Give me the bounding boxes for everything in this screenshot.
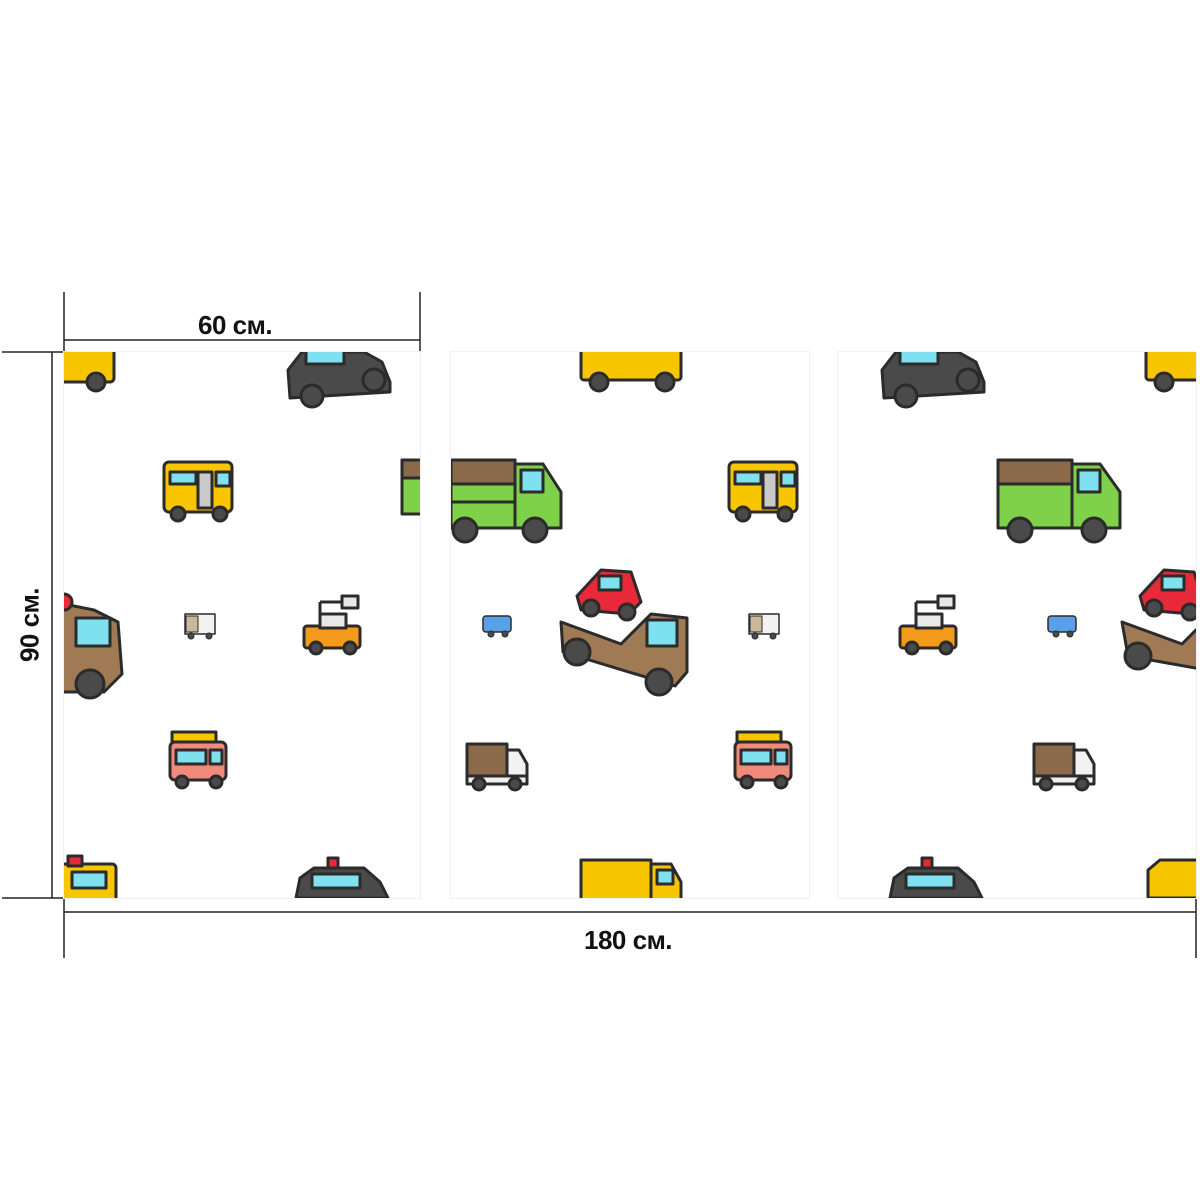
total-width-label: 180 см. (584, 925, 673, 955)
truck-icon (1144, 352, 1196, 393)
panel-width-label: 60 см. (198, 310, 273, 340)
bus-icon (727, 460, 799, 523)
truck-icon (1032, 742, 1096, 792)
truck-icon (465, 742, 529, 792)
police-car-icon (294, 856, 390, 898)
panel-2-pattern (451, 352, 799, 898)
car-icon (286, 352, 392, 409)
crane-truck-icon (898, 594, 958, 656)
truck-icon (451, 458, 563, 544)
bus-icon (162, 460, 234, 523)
car-icon (64, 592, 124, 700)
truck-icon (579, 858, 683, 898)
panel-2 (451, 352, 809, 898)
tow-truck-icon (559, 568, 689, 697)
food-truck-icon (168, 730, 228, 790)
taxi-icon (64, 854, 118, 898)
crane-truck-icon (302, 594, 362, 656)
van-icon (748, 613, 780, 640)
panel-3-pattern (880, 352, 1196, 898)
police-car-icon (888, 856, 984, 898)
height-label: 90 см. (14, 587, 45, 663)
panel-3 (838, 352, 1196, 898)
truck-icon (64, 352, 116, 393)
truck-icon (400, 458, 420, 516)
car-icon (880, 352, 986, 409)
truck-icon (579, 352, 683, 393)
van-icon (482, 615, 512, 638)
panel-1 (64, 352, 420, 898)
panel-1-pattern (64, 352, 420, 898)
tow-truck-icon (1120, 568, 1196, 671)
van-icon (1047, 615, 1077, 638)
food-truck-icon (733, 730, 793, 790)
van-icon (184, 613, 216, 640)
truck-icon (1146, 858, 1196, 898)
truck-icon (996, 458, 1122, 544)
